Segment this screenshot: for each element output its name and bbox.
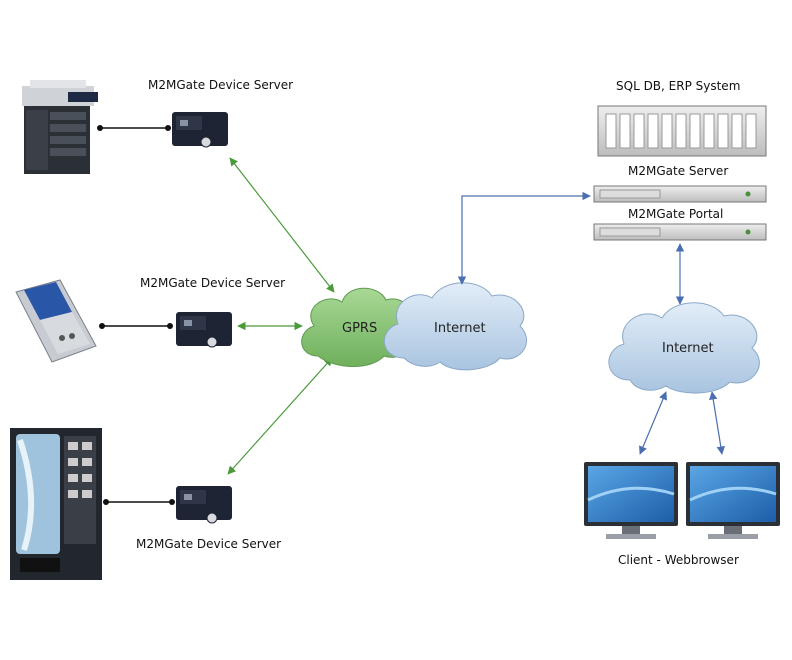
- internet-label-left: Internet: [434, 321, 486, 336]
- device-server-icon: [172, 112, 228, 148]
- inverter-device-icon: [15, 279, 97, 363]
- rack-server-icon: [593, 185, 767, 203]
- connector-dot: [99, 323, 105, 329]
- internet-cloud-icon: [383, 282, 527, 371]
- device-server-label-3: M2MGate Device Server: [136, 537, 281, 551]
- gprs-cloud-icon: [301, 287, 413, 367]
- database-rack-icon: [597, 105, 767, 157]
- connector-dot: [103, 499, 109, 505]
- connector-dot: [169, 499, 175, 505]
- internet-cloud-icon: [608, 302, 760, 394]
- connector-dot: [97, 125, 103, 131]
- internet-server-link: [457, 191, 591, 285]
- internet-label-right: Internet: [662, 341, 714, 356]
- gprs-label: GPRS: [342, 321, 377, 336]
- copier-machine-icon: [22, 80, 98, 174]
- client-label: Client - Webbrowser: [618, 553, 739, 567]
- vending-machine-icon: [10, 428, 102, 580]
- wireless-link-1: [229, 157, 335, 293]
- wireless-link-3: [227, 357, 333, 475]
- internet-client-link-1: [639, 391, 667, 455]
- device-server-icon: [176, 486, 232, 524]
- connector-dot: [165, 125, 171, 131]
- m2m-server-label: M2MGate Server: [628, 164, 728, 178]
- internet-client-link-2: [709, 391, 725, 455]
- connector-dot: [167, 323, 173, 329]
- sql-db-label: SQL DB, ERP System: [616, 79, 740, 93]
- monitor-icon: [686, 462, 780, 539]
- rack-server-icon: [593, 223, 767, 241]
- m2m-portal-label: M2MGate Portal: [628, 207, 723, 221]
- monitor-icon: [584, 462, 678, 539]
- device-server-label-2: M2MGate Device Server: [140, 276, 285, 290]
- device-server-label-1: M2MGate Device Server: [148, 78, 293, 92]
- device-server-icon: [176, 312, 232, 348]
